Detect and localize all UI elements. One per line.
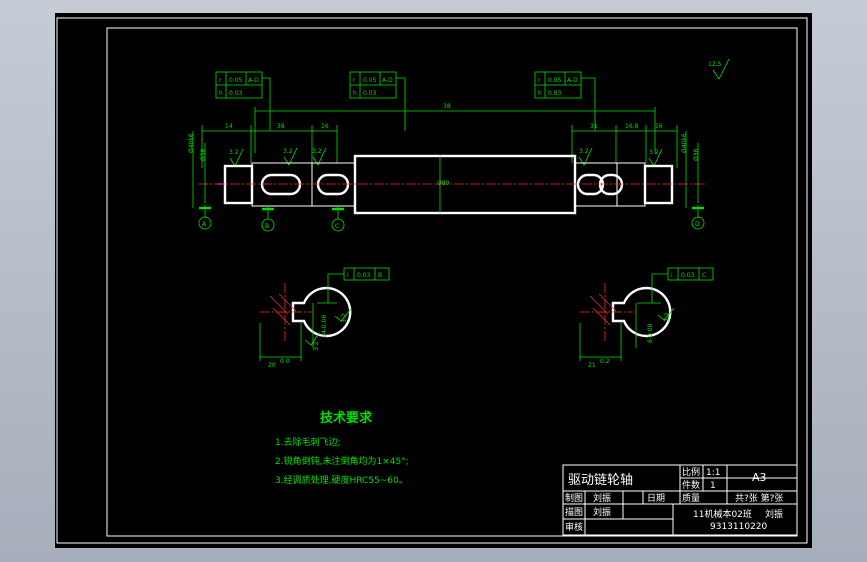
svg-text:38: 38 <box>443 103 451 110</box>
svg-text:C: C <box>335 223 339 230</box>
shaft-body: Ø80 <box>223 154 674 215</box>
svg-text:0.03: 0.03 <box>681 272 695 279</box>
datum-markers: A B C D <box>198 205 705 232</box>
outer-border <box>56 17 808 544</box>
technical-requirements: 技术要求 1.去除毛刺飞边; 2.锐角倒钝,未注倒角均为1×45°; 3.经调质… <box>275 410 409 486</box>
svg-text:2.锐角倒钝,未注倒角均为1×45°;: 2.锐角倒钝,未注倒角均为1×45°; <box>275 455 409 467</box>
svg-text:h: h <box>219 90 223 97</box>
svg-text:Ø40k6: Ø40k6 <box>681 133 688 153</box>
svg-text:3.2: 3.2 <box>341 313 348 323</box>
svg-text:i: i <box>347 272 349 279</box>
svg-text:刘振: 刘振 <box>765 508 783 520</box>
keyways <box>260 173 624 196</box>
svg-text:16: 16 <box>655 123 663 130</box>
svg-text:1.去除毛刺飞边;: 1.去除毛刺飞边; <box>275 436 341 448</box>
section-view-left: i 0.03 B 20 0.0 14-0.08 3.2 3.2 <box>259 267 390 369</box>
svg-text:A-D: A-D <box>567 77 578 84</box>
roughness-symbol-general: 12.5 <box>708 58 730 80</box>
svg-text:14-0.08: 14-0.08 <box>321 315 328 338</box>
svg-text:r: r <box>538 77 541 84</box>
svg-text:件数: 件数 <box>682 479 700 491</box>
svg-text:Ø38: Ø38 <box>200 148 207 161</box>
svg-text:A: A <box>202 221 207 228</box>
drawing-sheet: 12.5 r 0.05 A-D h 0.03 r 0.05 A-D h 0.03… <box>55 13 812 548</box>
svg-text:0.05: 0.05 <box>229 77 243 84</box>
svg-text:3.2: 3.2 <box>229 149 239 156</box>
svg-text:h: h <box>538 90 542 97</box>
svg-text:日期: 日期 <box>647 493 665 504</box>
svg-text:0.03: 0.03 <box>229 90 243 97</box>
svg-text:描图: 描图 <box>565 506 583 518</box>
fcf-top-3: r 0.05 A-D h 0.03 <box>534 71 596 131</box>
svg-text:0.05: 0.05 <box>363 77 377 84</box>
svg-text:D: D <box>695 221 700 228</box>
svg-text:3.2: 3.2 <box>313 341 320 351</box>
svg-text:A-D: A-D <box>248 77 259 84</box>
svg-text:3.2: 3.2 <box>649 149 659 156</box>
svg-text:14: 14 <box>225 123 233 130</box>
svg-text:21: 21 <box>588 362 596 369</box>
dimension-overall: 38 <box>254 103 656 153</box>
svg-text:0.0: 0.0 <box>280 358 290 365</box>
svg-text:31: 31 <box>590 123 598 130</box>
svg-text:0.03: 0.03 <box>548 90 562 97</box>
svg-text:A-D: A-D <box>382 77 393 84</box>
svg-text:11机械本02班: 11机械本02班 <box>693 508 752 520</box>
svg-text:r: r <box>353 77 356 84</box>
svg-text:3.2: 3.2 <box>664 312 671 322</box>
fcf-top-2: r 0.05 A-D h 0.03 <box>349 71 406 131</box>
svg-text:0.03: 0.03 <box>363 90 377 97</box>
title-block: 驱动链轮轴 比例 1:1 件数 1 A3 质量 共?张 第?张 制图 刘振 日期… <box>562 464 798 536</box>
svg-text:制图: 制图 <box>565 492 583 504</box>
svg-text:技术要求: 技术要求 <box>320 410 373 426</box>
svg-text:比例: 比例 <box>682 466 700 478</box>
svg-text:3.2: 3.2 <box>579 148 589 155</box>
svg-text:A3: A3 <box>752 471 767 484</box>
svg-text:20: 20 <box>268 362 276 369</box>
dimension-diameters: Ø40k6 Ø38 Ø40k6 Ø38 <box>188 131 700 208</box>
svg-text:r: r <box>219 77 222 84</box>
svg-text:16: 16 <box>321 123 329 130</box>
svg-text:16.8: 16.8 <box>625 123 639 130</box>
fcf-top-1: r 0.05 A-D h 0.03 <box>215 71 271 131</box>
svg-text:刘振: 刘振 <box>593 492 611 504</box>
svg-text:Ø80: Ø80 <box>437 180 450 187</box>
svg-text:3.经调质处理,硬度HRC55~60。: 3.经调质处理,硬度HRC55~60。 <box>275 474 408 486</box>
svg-text:1: 1 <box>710 481 716 491</box>
svg-text:审核: 审核 <box>565 521 583 533</box>
svg-text:B: B <box>265 223 269 230</box>
svg-text:Ø38: Ø38 <box>693 148 700 161</box>
svg-text:38: 38 <box>277 123 285 130</box>
inner-border <box>106 27 798 537</box>
dimension-segments: 14 38 16 31 16.8 16 <box>201 123 678 168</box>
svg-text:共?张 第?张: 共?张 第?张 <box>735 492 783 504</box>
svg-text:刘振: 刘振 <box>593 506 611 518</box>
svg-text:h: h <box>353 90 357 97</box>
svg-text:3.2: 3.2 <box>312 148 322 155</box>
svg-text:12.5: 12.5 <box>708 61 722 68</box>
svg-text:Ø40k6: Ø40k6 <box>188 133 195 153</box>
svg-text:0.2: 0.2 <box>600 358 610 365</box>
section-view-right: i 0.03 C 21 0.2 8-0.08 3.2 <box>579 267 714 369</box>
svg-text:驱动链轮轴: 驱动链轮轴 <box>568 473 633 488</box>
svg-text:i: i <box>671 272 673 279</box>
svg-text:8-0.08: 8-0.08 <box>647 323 654 343</box>
svg-text:3.2: 3.2 <box>283 148 293 155</box>
svg-text:9313110220: 9313110220 <box>710 522 768 532</box>
svg-text:B: B <box>378 272 382 279</box>
svg-text:1:1: 1:1 <box>706 468 720 478</box>
svg-text:质量: 质量 <box>682 492 700 504</box>
svg-text:0.03: 0.03 <box>357 272 371 279</box>
cad-drawing: 12.5 r 0.05 A-D h 0.03 r 0.05 A-D h 0.03… <box>56 17 808 544</box>
svg-text:C: C <box>702 272 706 279</box>
svg-text:0.05: 0.05 <box>548 77 562 84</box>
